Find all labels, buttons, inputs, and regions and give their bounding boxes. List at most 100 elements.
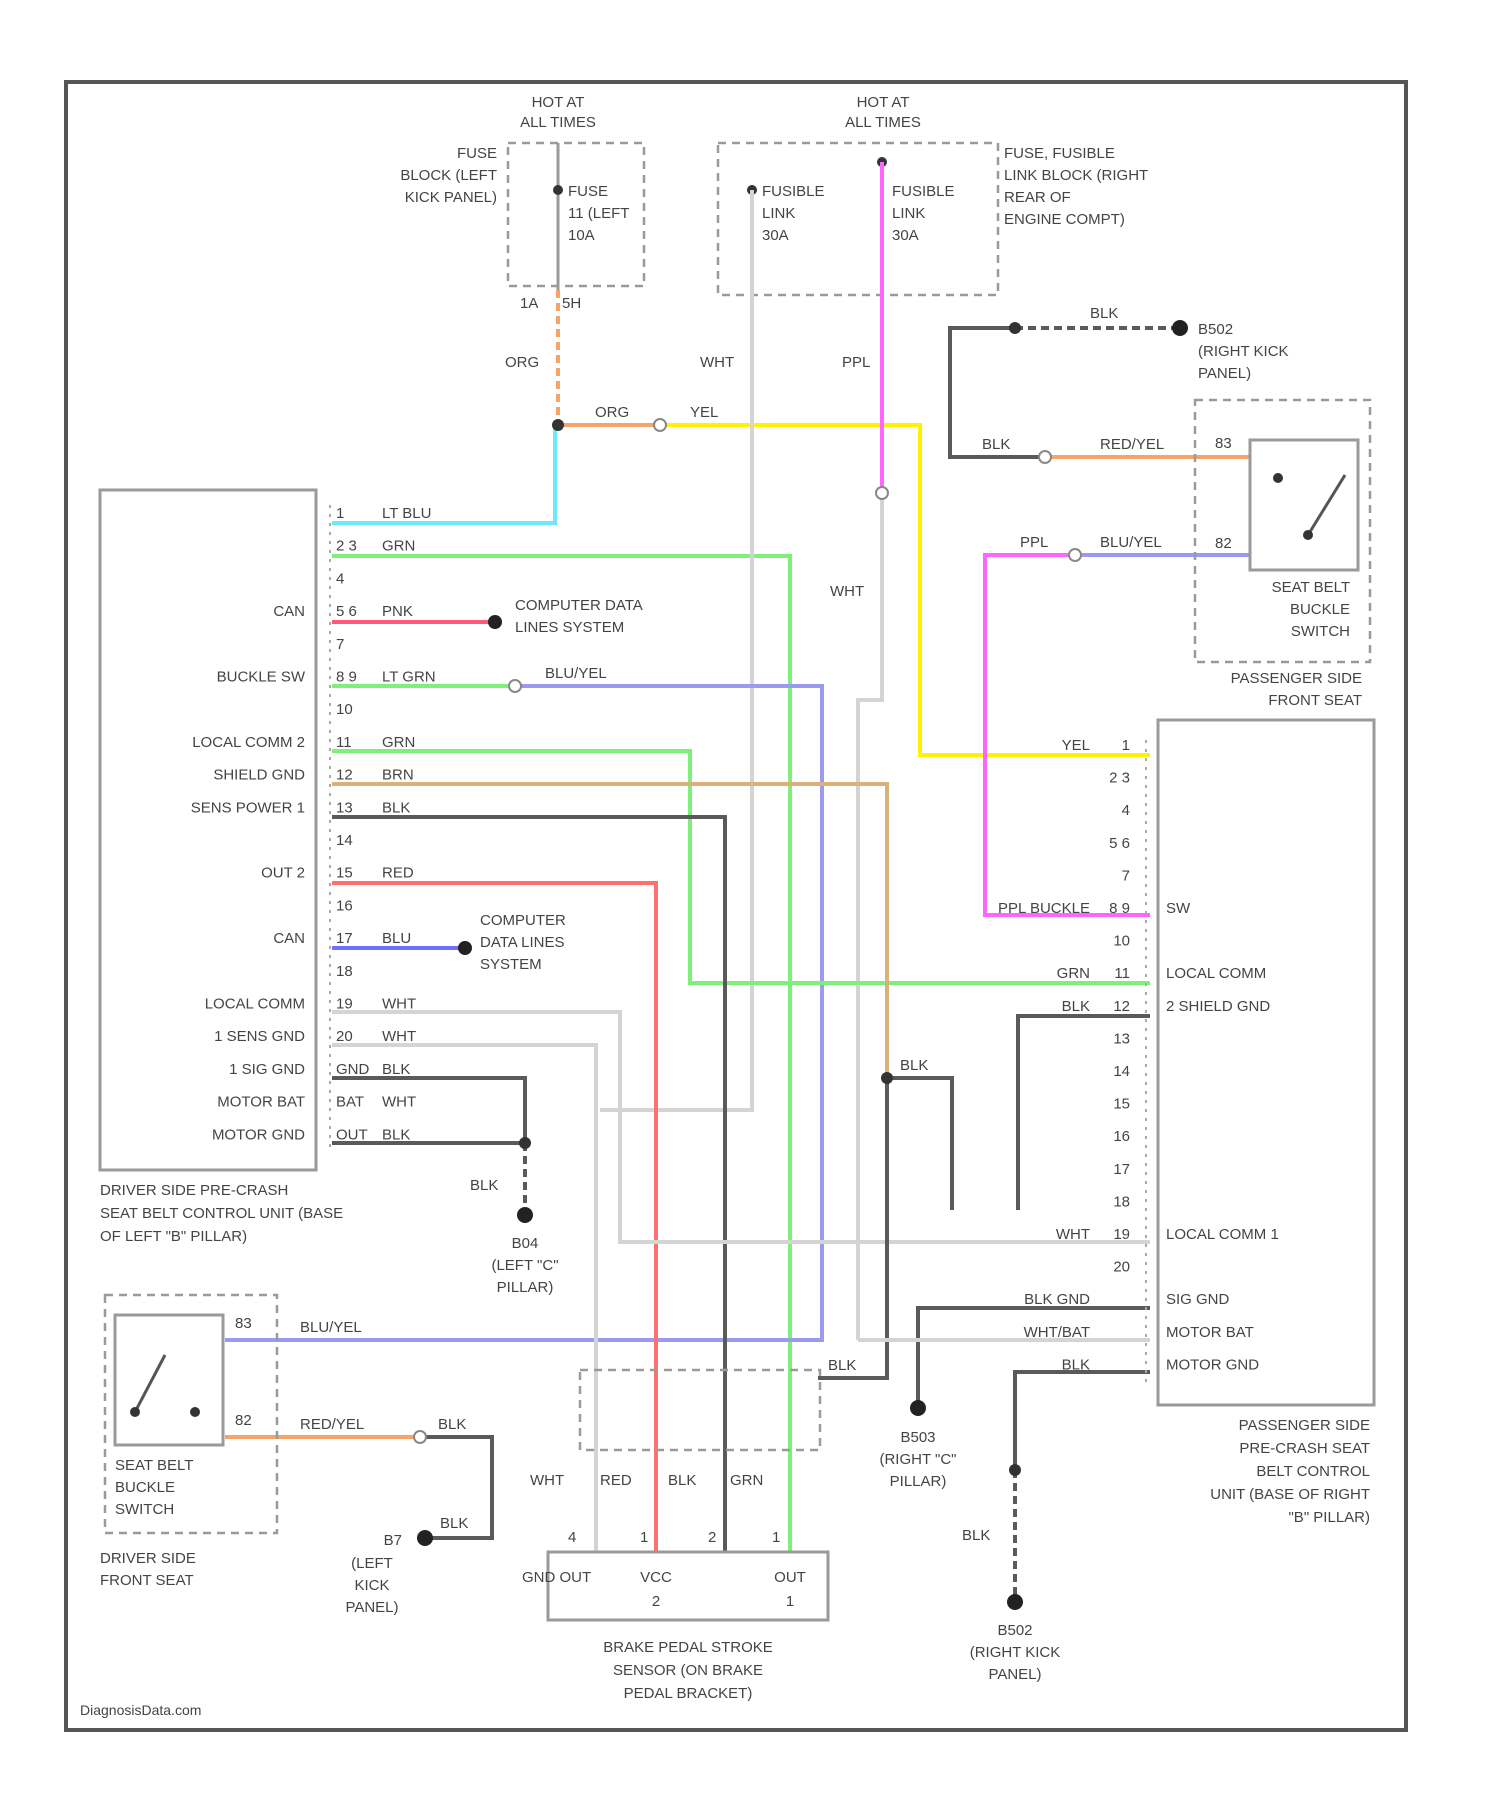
driver_unit-pin-num: 5 6: [336, 603, 357, 620]
driver-switch-label-2: BUCKLE: [115, 1479, 175, 1496]
wire-label-layer: ORG ORG YEL WHT PPL WHT BLK BLK RED/YEL …: [300, 305, 1164, 1544]
driver_unit-pin-func: LOCAL COMM: [205, 996, 305, 1013]
driver-unit-caption-1: DRIVER SIDE PRE-CRASH: [100, 1182, 288, 1199]
driver_unit-pin-num: 18: [336, 963, 353, 980]
fusible-link-1-label-2: LINK: [762, 205, 795, 222]
driver_unit-pin-wire: BLK: [382, 1126, 410, 1143]
wires: [225, 162, 1250, 1602]
driver_unit-pin-num: 11: [336, 734, 352, 751]
ground-g502-top-3: PANEL): [1198, 365, 1251, 382]
sensor-harness-outline: [580, 1370, 820, 1450]
connector-redyel-low: [414, 1431, 426, 1443]
driver_unit-pin-wire: LT GRN: [382, 669, 436, 686]
ground-g502-bottom-2: (RIGHT KICK: [970, 1644, 1061, 1661]
driver_unit-pin-num: 12: [336, 767, 353, 784]
driver-unit-caption-3: OF LEFT "B" PILLAR): [100, 1228, 247, 1245]
sensor-pin-3: 2: [708, 1529, 716, 1546]
passenger_unit-pin-func: 2 SHIELD GND: [1166, 998, 1270, 1015]
wire-yel: [660, 425, 1150, 755]
driver-switch-box: [115, 1315, 223, 1445]
passenger-switch-label-3: SWITCH: [1291, 623, 1350, 640]
wire-wht-mid: [858, 493, 882, 1340]
driver_unit-pin-num: 20: [336, 1028, 353, 1045]
fusible-link-2-label-1: FUSIBLE: [892, 183, 955, 200]
driver_unit-pin-num: 1: [336, 505, 344, 522]
label-ppl-top: PPL: [842, 354, 870, 371]
connector-ppl-bluyel: [1069, 549, 1081, 561]
ground-g503-2: (RIGHT "C": [879, 1451, 956, 1468]
connector-blk-redyel: [1039, 451, 1051, 463]
passenger-switch-label-1: SEAT BELT: [1272, 579, 1350, 596]
driver_unit-pin-num: 8 9: [336, 669, 357, 686]
passenger-seat-label-1: PASSENGER SIDE: [1231, 670, 1362, 687]
label-blk-g502b: BLK: [962, 1527, 990, 1544]
driver_unit-pin-wire: WHT: [382, 996, 416, 1013]
passenger_unit-pin-wire: BLK GND: [1024, 1291, 1090, 1308]
passenger_unit-pin-num: 17: [1113, 1161, 1130, 1178]
driver_unit-pin-num: 7: [336, 636, 344, 653]
driver_unit-pin-num: BAT: [336, 1094, 364, 1111]
passenger_unit-pin-num: 1: [1122, 737, 1130, 754]
driver_unit-pin-wire: WHT: [382, 1028, 416, 1045]
driver_unit-pin-wire: GRN: [382, 538, 415, 555]
passenger_unit-pin-num: 12: [1113, 998, 1130, 1015]
driver-switch-pin-bottom: 82: [235, 1412, 252, 1429]
ground-g504-2: (LEFT "C": [491, 1257, 558, 1274]
driver_unit-pin-num: 10: [336, 701, 353, 718]
driver-switch-contact-2: [190, 1407, 200, 1417]
fusible-block-label-2: LINK BLOCK (RIGHT: [1004, 167, 1148, 184]
driver_unit-pin-wire: PNK: [382, 603, 413, 620]
splice-brn-blk: [881, 1072, 893, 1084]
label-red-yel: RED/YEL: [1100, 436, 1164, 453]
passenger_unit-pin-wire: WHT/BAT: [1024, 1324, 1090, 1341]
passenger-switch-lever: [1308, 475, 1345, 535]
fuse-block-label-1: FUSE: [457, 145, 497, 162]
passenger_unit-pin-wire: GRN: [1057, 965, 1090, 982]
driver-switch-label-1: SEAT BELT: [115, 1457, 193, 1474]
sensor-label-3: PEDAL BRACKET): [624, 1685, 753, 1702]
driver_unit-pin-num: 4: [336, 570, 344, 587]
wire-grn-top: [332, 556, 790, 1552]
driver_unit-pin-func: 1 SIG GND: [229, 1061, 305, 1078]
passenger-switch-pin-bottom: 82: [1215, 535, 1232, 552]
ground-g7-1: B7: [384, 1532, 402, 1549]
power-section: HOT AT ALL TIMES HOT AT ALL TIMES FUSE B…: [400, 94, 1148, 312]
driver_unit-pin-num: OUT: [336, 1126, 368, 1143]
ground-g7-3: KICK: [354, 1577, 389, 1594]
label-sensor-grn: GRN: [730, 1472, 763, 1489]
driver_unit-pin-num: GND: [336, 1061, 370, 1078]
hot-at-all-times-left-2: ALL TIMES: [520, 114, 596, 131]
ground-g502-top-2: (RIGHT KICK: [1198, 343, 1289, 360]
sensor-func-pin-out: 1: [786, 1593, 794, 1610]
computer-data-note-1-line-1: COMPUTER DATA: [515, 597, 643, 614]
label-wht-top: WHT: [700, 354, 734, 371]
fusible-block-label-1: FUSE, FUSIBLE: [1004, 145, 1115, 162]
driver_unit-pin-wire: WHT: [382, 1094, 416, 1111]
label-blu-yel-right: BLU/YEL: [1100, 534, 1162, 551]
computer-data-note-2-line-2: DATA LINES: [480, 934, 564, 951]
label-blk-low-1: BLK: [438, 1416, 466, 1433]
label-sensor-wht: WHT: [530, 1472, 564, 1489]
splice-blk-out: [519, 1137, 531, 1149]
fusible-link-2-label-3: 30A: [892, 227, 919, 244]
passenger-switch-label-2: BUCKLE: [1290, 601, 1350, 618]
label-org-vert: ORG: [505, 354, 539, 371]
wire-wht-fusible1: [600, 190, 752, 1110]
driver-seat-label-1: DRIVER SIDE: [100, 1550, 196, 1567]
passenger_unit-pin-wire: BLK: [1062, 1356, 1090, 1373]
passenger-unit-caption-3: BELT CONTROL: [1256, 1463, 1370, 1480]
label-org-horiz: ORG: [595, 404, 629, 421]
passenger_unit-pin-num: 4: [1122, 802, 1130, 819]
wire-blk-12: [1018, 1016, 1150, 1210]
splice-blk-low: [1009, 1464, 1021, 1476]
passenger-control-unit: 1YEL2 345 67SW8 9PPL BUCKLE10LOCAL COMM1…: [998, 670, 1374, 1526]
driver_unit-pin-func: SHIELD GND: [213, 767, 305, 784]
driver_unit-pin-num: 14: [336, 832, 353, 849]
ground-g502-bottom-1: B502: [997, 1622, 1032, 1639]
passenger_unit-pin-num: 20: [1113, 1259, 1130, 1276]
driver-switch-lever: [135, 1355, 165, 1412]
fuse-label-2: 11 (LEFT: [568, 205, 629, 222]
node-can-2: [458, 941, 472, 955]
